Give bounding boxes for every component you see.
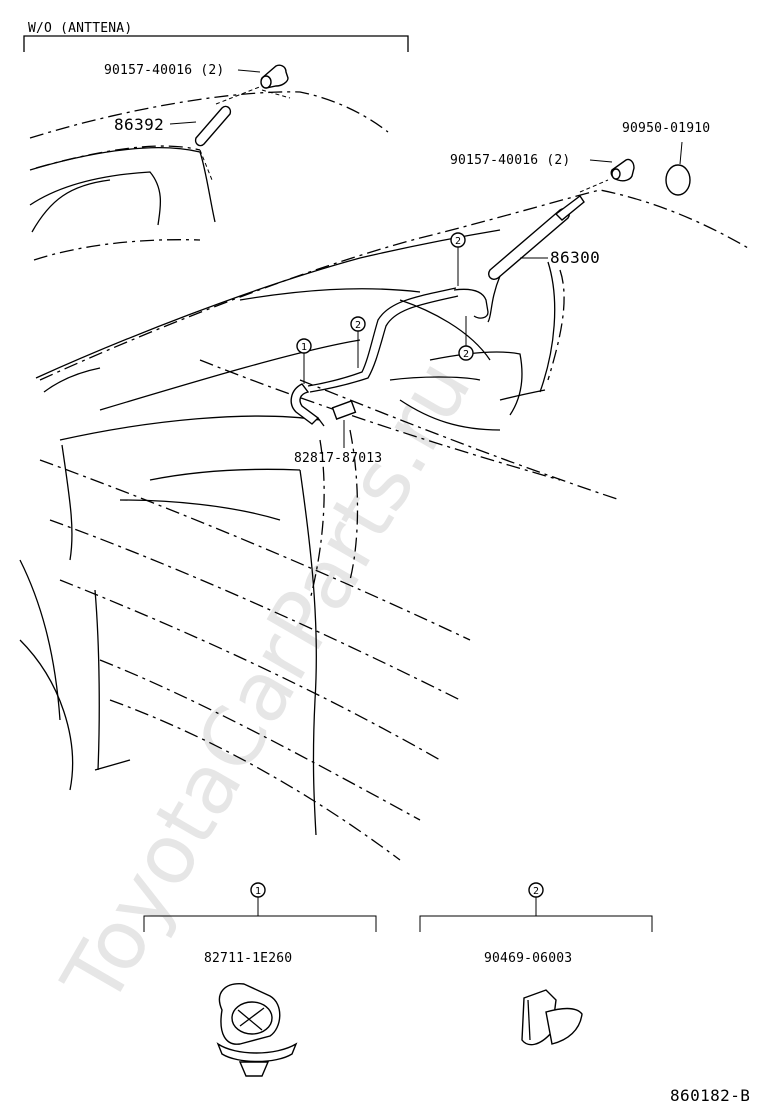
- variant-label: W/O (ANTTENA): [28, 21, 132, 36]
- svg-text:2: 2: [463, 349, 469, 360]
- clamp-part-2: [521, 989, 583, 1046]
- callout-2-main-c: 2: [458, 316, 474, 361]
- drawing-number: 860182-B: [670, 1086, 750, 1105]
- clamp-part-1: [216, 983, 298, 1077]
- part-label-cap: 90950-01910: [622, 121, 710, 136]
- part-label-bolt-left: 90157-40016 (2): [104, 63, 224, 78]
- callout-2-main-a: 2: [350, 316, 366, 368]
- detail-group-1: 1: [143, 882, 377, 1077]
- detail-2-part-number: 90469-06003: [484, 951, 572, 966]
- leader-bolt-right: [589, 159, 613, 163]
- detail-2-ref: 2: [533, 886, 539, 897]
- leader-bolt-left: [237, 69, 261, 73]
- callout-1-main: 1: [296, 338, 312, 384]
- cap-part: [665, 141, 691, 196]
- part-label-antenna: 86300: [550, 248, 600, 267]
- bolt-right: [610, 158, 635, 182]
- detail-1-part-number: 82711-1E260: [204, 951, 292, 966]
- antenna-assembly: [290, 179, 609, 427]
- svg-text:2: 2: [455, 236, 461, 247]
- detail-1-ref: 1: [255, 886, 261, 897]
- variant-bracket: [23, 35, 409, 52]
- part-label-bolt-right: 90157-40016 (2): [450, 153, 570, 168]
- part-label-pole-left: 86392: [114, 115, 164, 134]
- antenna-pole-left: [194, 85, 263, 181]
- svg-text:1: 1: [301, 342, 307, 353]
- vehicle-body-outline: [19, 91, 749, 861]
- leader-pole-left: [169, 121, 197, 125]
- watermark: ToyotaCarParts.ru: [45, 345, 490, 1021]
- bolt-left: [260, 64, 291, 99]
- detail-group-2: 2: [419, 882, 653, 1046]
- callout-2-main-b: 2: [450, 232, 466, 286]
- part-label-tag: 82817-87013: [294, 451, 382, 466]
- svg-text:2: 2: [355, 320, 361, 331]
